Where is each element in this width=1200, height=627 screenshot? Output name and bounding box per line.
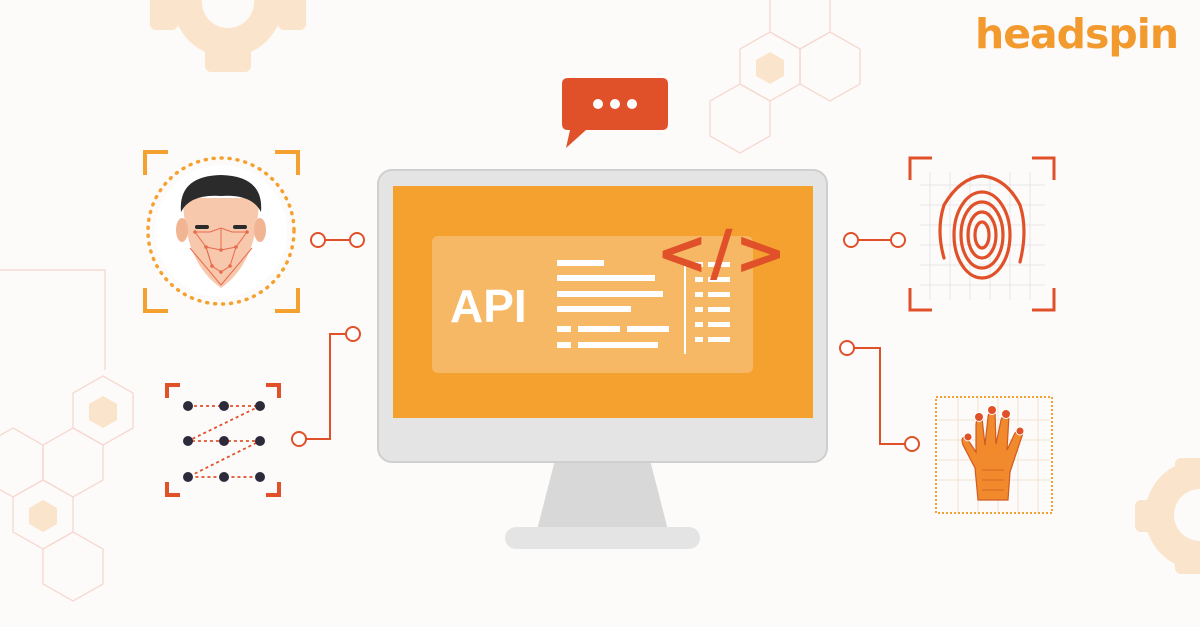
- monitor-base: [505, 527, 700, 549]
- monitor-stand: [537, 460, 668, 530]
- fingerprint-icon: [908, 156, 1056, 312]
- code-lines: [557, 260, 730, 354]
- code-tag-icon: </>: [656, 216, 789, 289]
- hand-scan-icon: [935, 396, 1053, 514]
- hex-pattern-left: [0, 375, 134, 602]
- chat-bubble: [562, 78, 668, 148]
- bg-line-left: [0, 269, 106, 370]
- ellipsis-icon: [593, 99, 637, 109]
- face-scan-icon: [143, 150, 300, 313]
- gear-top-left-icon: [150, 0, 306, 72]
- pattern-lock-icon: [165, 383, 281, 497]
- monitor: [377, 169, 828, 549]
- hex-pattern-top: [709, 0, 861, 154]
- gear-bottom-right-icon: [1135, 458, 1200, 574]
- connectors: [291, 232, 920, 452]
- api-label: API: [450, 280, 527, 332]
- background-decor: [0, 0, 1200, 602]
- headspin-logo[interactable]: headspin: [975, 10, 1179, 58]
- code-panel: [432, 236, 753, 373]
